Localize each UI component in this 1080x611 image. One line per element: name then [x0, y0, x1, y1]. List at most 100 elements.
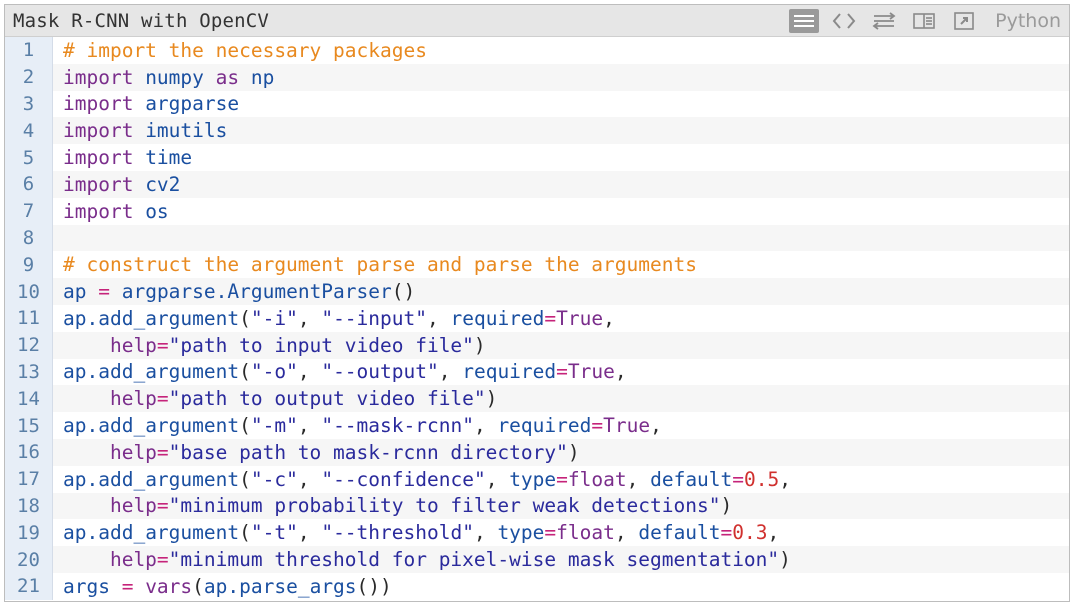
code-token: "--confidence": [321, 467, 486, 491]
code-token: imutils: [133, 119, 228, 143]
code-token: help: [63, 494, 157, 518]
code-text: help="minimum threshold for pixel-wise m…: [53, 548, 791, 571]
code-token: =: [156, 548, 169, 572]
code-token: ,: [614, 521, 639, 545]
wrap-icon[interactable]: [869, 9, 899, 33]
code-token: help: [63, 387, 157, 411]
code-token: ): [720, 494, 733, 518]
line-number: 3: [5, 90, 53, 118]
snippet-title: Mask R-CNN with OpenCV: [13, 9, 270, 32]
code-token: type: [509, 467, 557, 491]
code-token: import: [63, 92, 134, 116]
line-number: 4: [5, 117, 53, 145]
toolbar-tools: Python: [789, 8, 1061, 33]
code-line: 9# construct the argument parse and pars…: [5, 251, 1069, 279]
code-token: float: [567, 467, 627, 491]
line-number: 7: [5, 197, 53, 225]
code-token: ap: [63, 280, 99, 304]
code-token: default: [638, 521, 721, 545]
code-token: vars: [133, 574, 193, 598]
code-token: parse_args: [239, 574, 357, 598]
copy-icon[interactable]: [909, 9, 939, 33]
code-token: (: [239, 521, 251, 545]
code-token: ): [485, 387, 498, 411]
code-text: help="base path to mask-rcnn directory"): [53, 441, 580, 464]
code-text: help="path to output video file"): [53, 387, 497, 410]
line-number: 5: [5, 144, 53, 171]
popup-icon[interactable]: [949, 9, 979, 33]
code-token: cv2: [133, 172, 181, 196]
code-text: ap.add_argument("-o", "--output", requir…: [53, 360, 627, 383]
code-token: ,: [779, 467, 792, 491]
code-token: "-c": [250, 467, 298, 491]
code-text: ap.add_argument("-t", "--threshold", typ…: [53, 521, 779, 544]
code-token: =: [591, 414, 604, 438]
code-token: "minimum threshold for pixel-wise mask s…: [168, 548, 780, 572]
code-token: type: [497, 521, 545, 545]
code-token: float: [556, 521, 615, 545]
code-toolbar: Mask R-CNN with OpenCV Python: [5, 5, 1069, 37]
code-text: args = vars(ap.parse_args()): [53, 575, 392, 598]
code-token: "--input": [321, 306, 427, 330]
code-text: ap.add_argument("-c", "--confidence", ty…: [53, 468, 791, 491]
code-token: ()): [356, 574, 392, 598]
code-snippet-panel: Mask R-CNN with OpenCV Python 1# import …: [4, 4, 1070, 602]
code-token: ): [473, 333, 486, 357]
code-token: =: [544, 521, 557, 545]
line-number: 10: [5, 278, 53, 305]
line-number: 8: [5, 224, 53, 252]
code-line: 4 import imutils: [5, 117, 1069, 145]
code-token: "base path to mask-rcnn directory": [168, 440, 568, 464]
line-number: 18: [5, 492, 53, 520]
code-token: =: [98, 280, 110, 304]
code-token: =: [121, 574, 134, 598]
code-token: # construct the argument parse and parse…: [63, 253, 697, 277]
code-token: ,: [438, 360, 463, 384]
code-token: =: [156, 440, 169, 464]
code-token: ): [779, 548, 791, 572]
code-token: os: [133, 199, 169, 223]
code-token: args: [63, 574, 122, 598]
view-plain-icon[interactable]: [789, 8, 820, 33]
line-number: 20: [5, 546, 53, 573]
code-token: "--mask-rcnn": [321, 414, 474, 438]
line-number: 16: [5, 438, 53, 466]
line-number: 14: [5, 385, 53, 413]
code-token: ap.: [63, 467, 99, 491]
code-token: "-o": [250, 360, 298, 384]
code-token: (): [391, 280, 416, 304]
code-token: (: [239, 306, 251, 330]
code-token: help: [63, 440, 157, 464]
code-token: ,: [767, 521, 780, 545]
code-text: import time: [53, 146, 192, 169]
code-token: add_argument: [98, 360, 240, 384]
code-token: ,: [650, 414, 662, 438]
code-token: # import the necessary packages: [63, 38, 427, 62]
code-token: ,: [297, 414, 322, 438]
code-token: =: [556, 360, 568, 384]
code-token: ,: [485, 467, 510, 491]
code-token: import: [63, 146, 134, 170]
code-token: ,: [297, 306, 322, 330]
code-token: ap.: [203, 574, 240, 598]
code-token: ,: [473, 521, 498, 545]
code-token: ap.: [63, 360, 99, 384]
code-token: import: [63, 119, 134, 143]
code-icon[interactable]: [829, 9, 859, 33]
code-token: "path to input video file": [168, 333, 474, 357]
line-number: 2: [5, 63, 53, 91]
code-token: =: [556, 467, 568, 491]
code-token: 0.5: [744, 467, 780, 491]
code-line: 16 help="base path to mask-rcnn director…: [5, 438, 1069, 466]
line-number: 21: [5, 572, 53, 600]
code-text: help="minimum probability to filter weak…: [53, 494, 732, 517]
code-token: "minimum probability to filter weak dete…: [168, 494, 721, 518]
code-text: import os: [53, 200, 169, 223]
